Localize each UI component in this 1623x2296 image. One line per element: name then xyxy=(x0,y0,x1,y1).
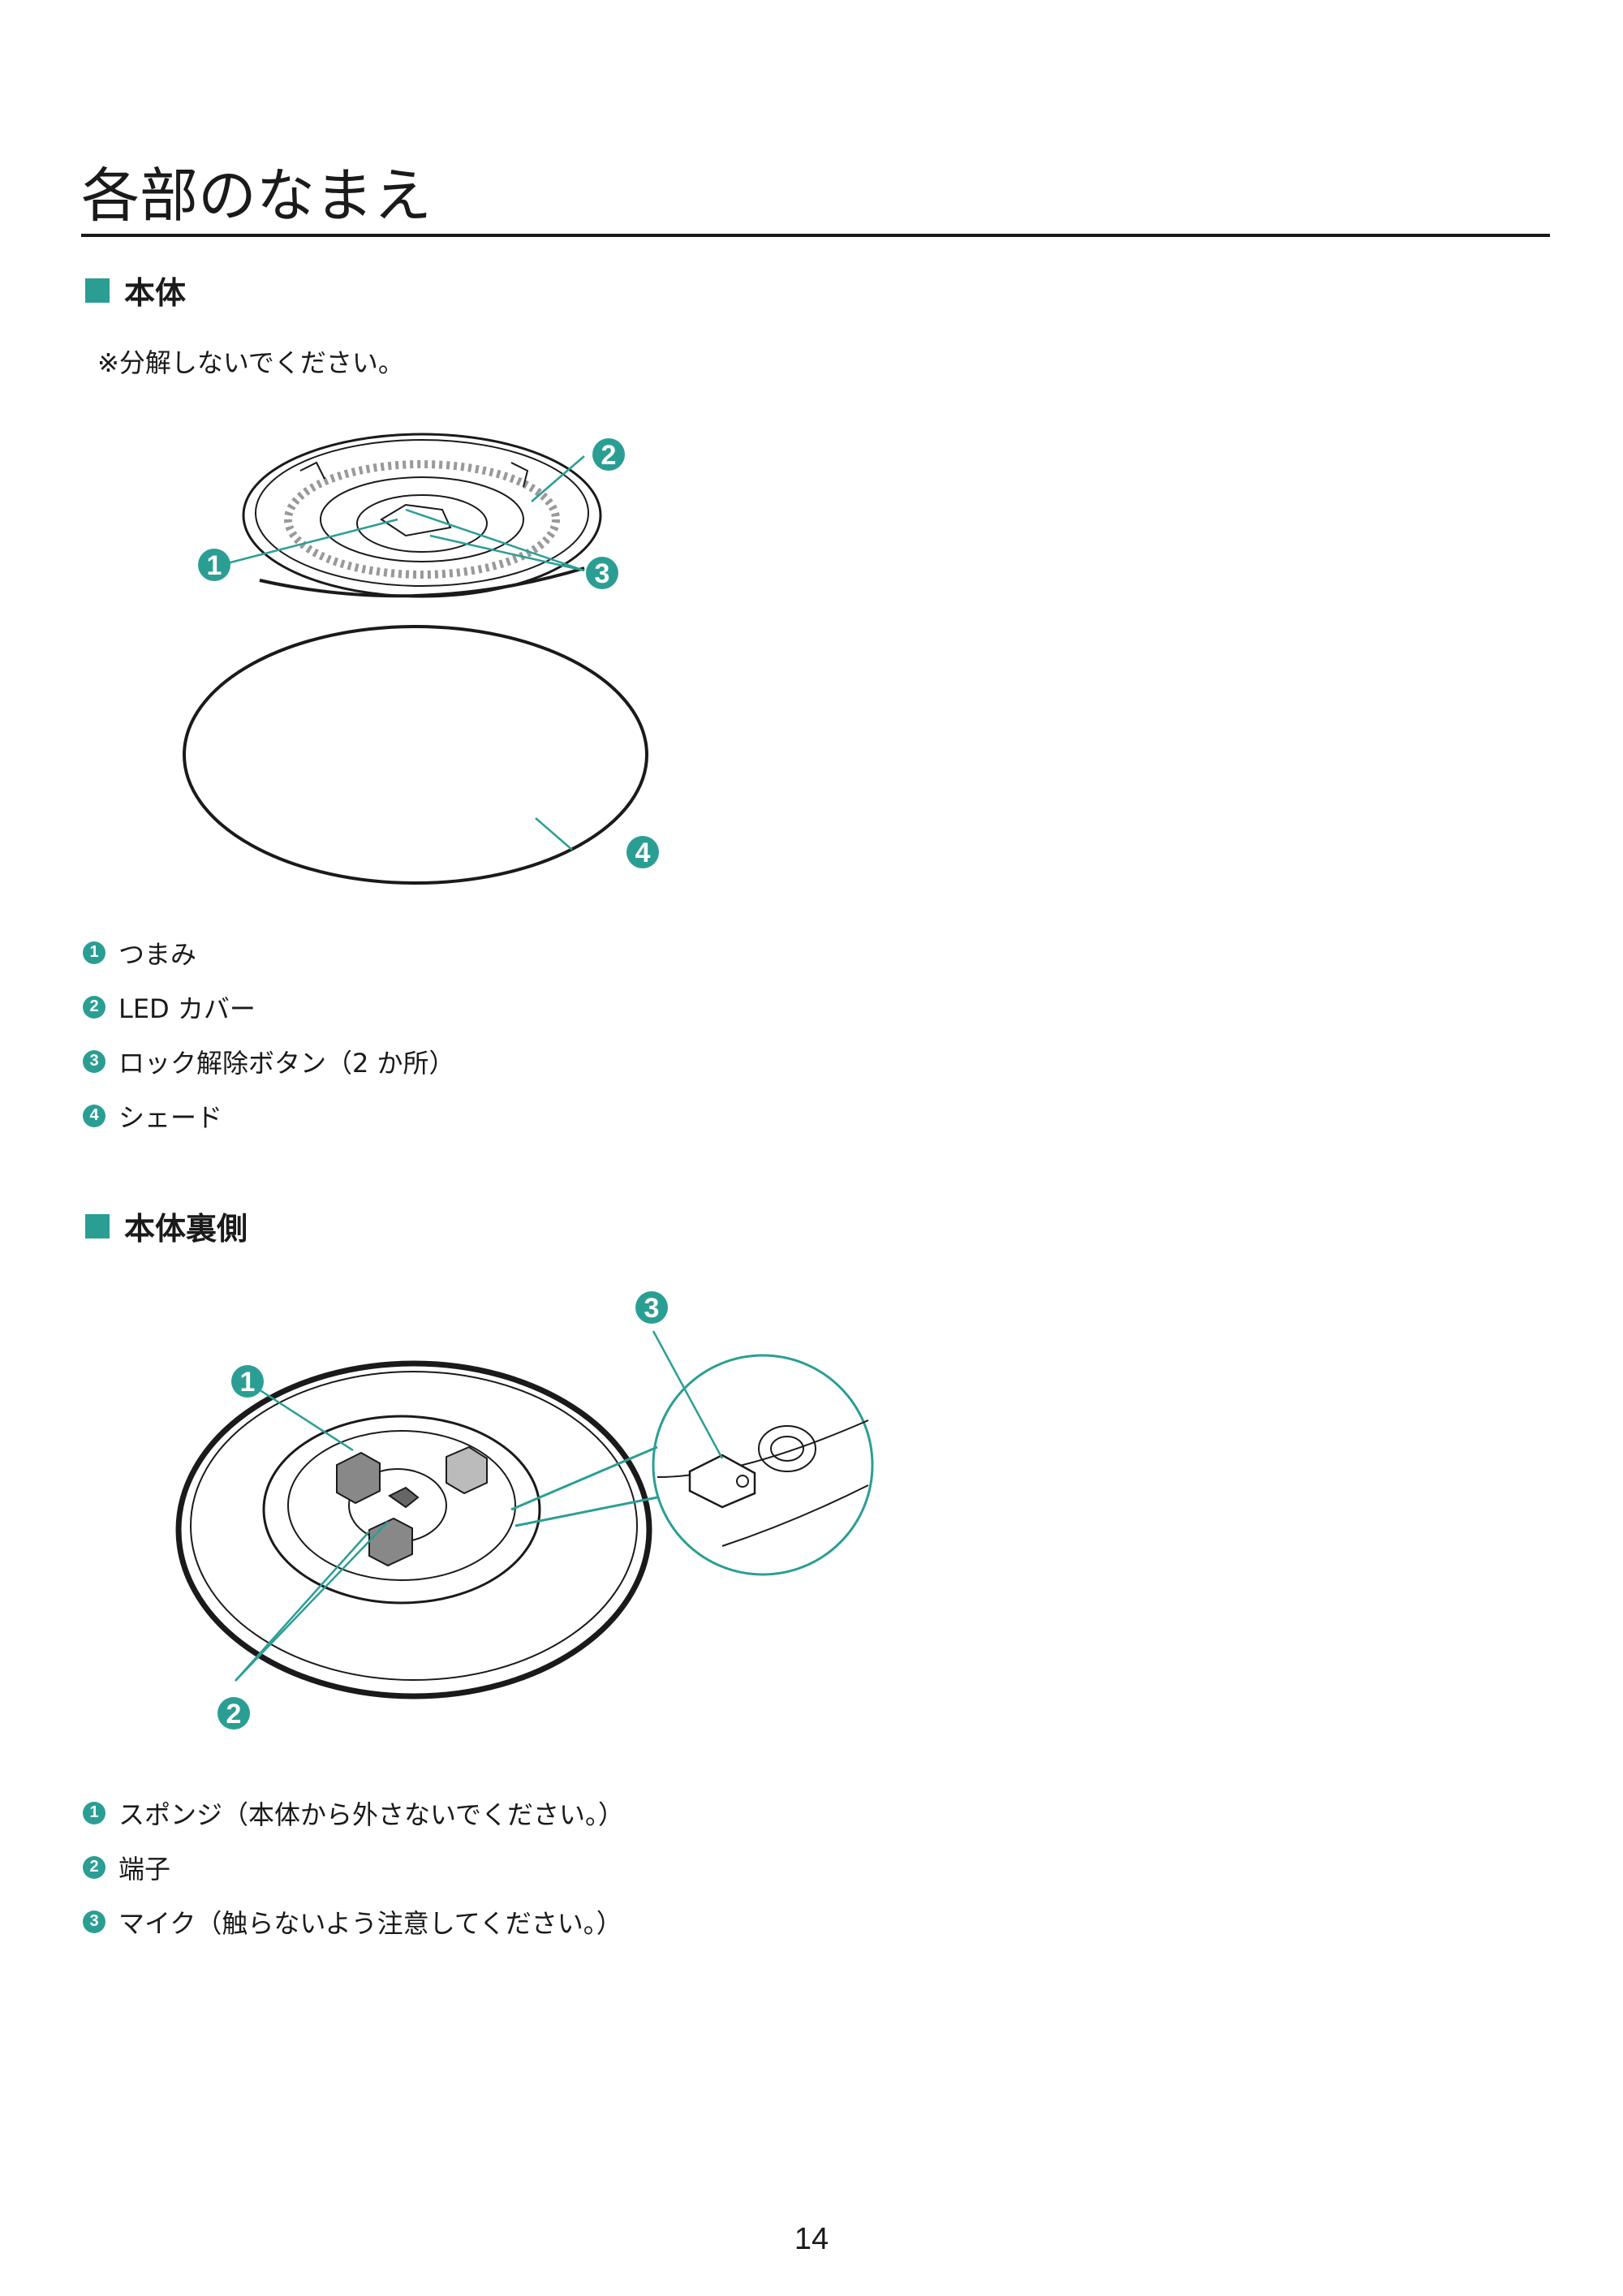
page-title: 各部のなまえ xyxy=(81,162,433,230)
item-number: 1 xyxy=(83,1801,105,1824)
section-heading-body-text: 本体 xyxy=(124,275,187,311)
callout-2: 2 xyxy=(592,438,625,471)
svg-text:2: 2 xyxy=(226,1699,242,1730)
callout-1: 1 xyxy=(198,549,230,581)
item-label: LED カバー xyxy=(118,993,256,1024)
section-square-icon xyxy=(85,1213,110,1238)
body-parts-list: 1 つまみ 2 LED カバー 3 ロック解除ボタン（2 か所） 4 シェード xyxy=(83,925,455,1143)
item-label: スポンジ（本体から外さないでください。） xyxy=(118,1798,625,1830)
body-illustration: 1 2 3 4 xyxy=(183,433,659,885)
item-number: 1 xyxy=(83,941,105,964)
section-heading-back-text: 本体裏側 xyxy=(124,1211,248,1247)
item-number: 2 xyxy=(83,1855,105,1879)
svg-text:2: 2 xyxy=(601,440,617,471)
svg-text:1: 1 xyxy=(207,550,222,581)
list-item: 4 シェード xyxy=(83,1088,455,1143)
callout-3: 3 xyxy=(635,1291,668,1324)
callout-2: 2 xyxy=(217,1697,250,1730)
item-label: マイク（触らないよう注意してください。） xyxy=(118,1907,622,1939)
svg-text:3: 3 xyxy=(595,558,610,589)
svg-text:3: 3 xyxy=(644,1293,660,1324)
microphone-detail-drawing xyxy=(652,1354,874,1576)
item-number: 3 xyxy=(83,1049,105,1073)
item-number: 4 xyxy=(83,1104,105,1127)
list-item: 1 スポンジ（本体から外さないでください。） xyxy=(83,1786,624,1840)
section-square-icon xyxy=(85,278,110,303)
list-item: 2 端子 xyxy=(83,1840,624,1894)
section-heading-back: 本体裏側 xyxy=(85,1204,248,1248)
item-label: つまみ xyxy=(118,938,197,970)
callout-1: 1 xyxy=(231,1365,264,1398)
callout-4: 4 xyxy=(626,836,659,868)
back-plate-drawing xyxy=(175,1360,652,1699)
back-illustration: 1 2 3 xyxy=(175,1291,874,1730)
led-unit-drawing xyxy=(242,433,602,598)
svg-text:1: 1 xyxy=(240,1367,256,1398)
list-item: 3 ロック解除ボタン（2 か所） xyxy=(83,1034,455,1088)
item-label: 端子 xyxy=(118,1853,171,1885)
svg-text:4: 4 xyxy=(635,838,651,868)
item-number: 3 xyxy=(83,1910,105,1933)
item-label: シェード xyxy=(118,1101,223,1133)
callout-3: 3 xyxy=(586,557,618,589)
item-label: ロック解除ボタン（2 か所） xyxy=(118,1047,455,1079)
page-number: 14 xyxy=(794,2222,829,2256)
disassembly-note: ※分解しないでください。 xyxy=(97,347,404,378)
back-parts-list: 1 スポンジ（本体から外さないでください。） 2 端子 3 マイク（触らないよう… xyxy=(83,1786,624,1949)
section-heading-body: 本体 xyxy=(85,268,186,312)
list-item: 2 LED カバー xyxy=(83,980,455,1034)
shade-drawing xyxy=(183,625,648,885)
list-item: 1 つまみ xyxy=(83,925,455,980)
list-item: 3 マイク（触らないよう注意してください。） xyxy=(83,1894,624,1949)
item-number: 2 xyxy=(83,995,105,1019)
title-rule xyxy=(81,234,1550,237)
